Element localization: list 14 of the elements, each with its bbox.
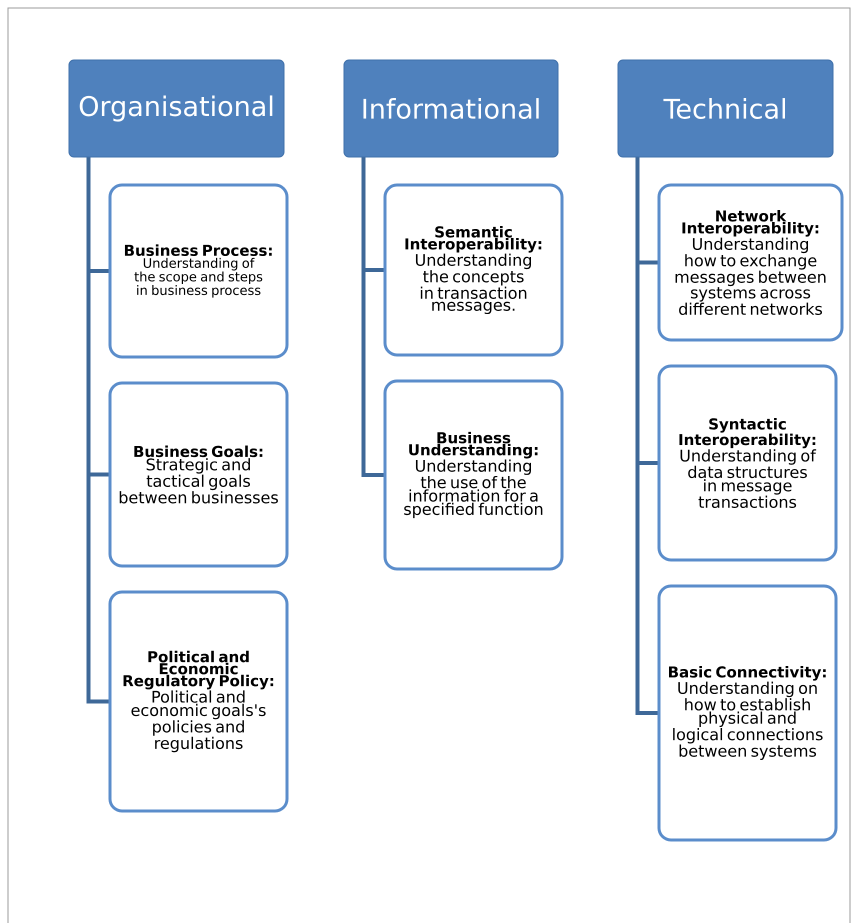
connector-line [362,158,384,477]
description-box: Business Process: Understanding of the scope and steps in business process [108,184,288,358]
description-box: Semantic Interoperability: Understanding the concepts in transaction messages. [384,184,564,356]
description-box: Business Understanding: Understanding the use of the information for a specified function [384,380,564,570]
description-box: Network Interoperability: Understanding how to exchange messages between systems across different networks [658,184,844,342]
description-box: Business Goals: Strategic and tactical goals between businesses [108,382,288,568]
description-box: Political and Economic Regulatory Policy: Political and economic goals's policies and regulations [108,590,288,812]
category-header: Informational [344,60,558,158]
description-box: Syntactic Interoperability: Understanding of data structures in message transactions [658,364,838,562]
description-box: Basic Connectivity: Understanding on how to establish physical and logical connections between systems [658,584,838,842]
category-header: Organisational [68,60,284,158]
connector-line [86,158,108,704]
category-header: Technical [618,60,834,158]
connector-line [636,158,658,715]
